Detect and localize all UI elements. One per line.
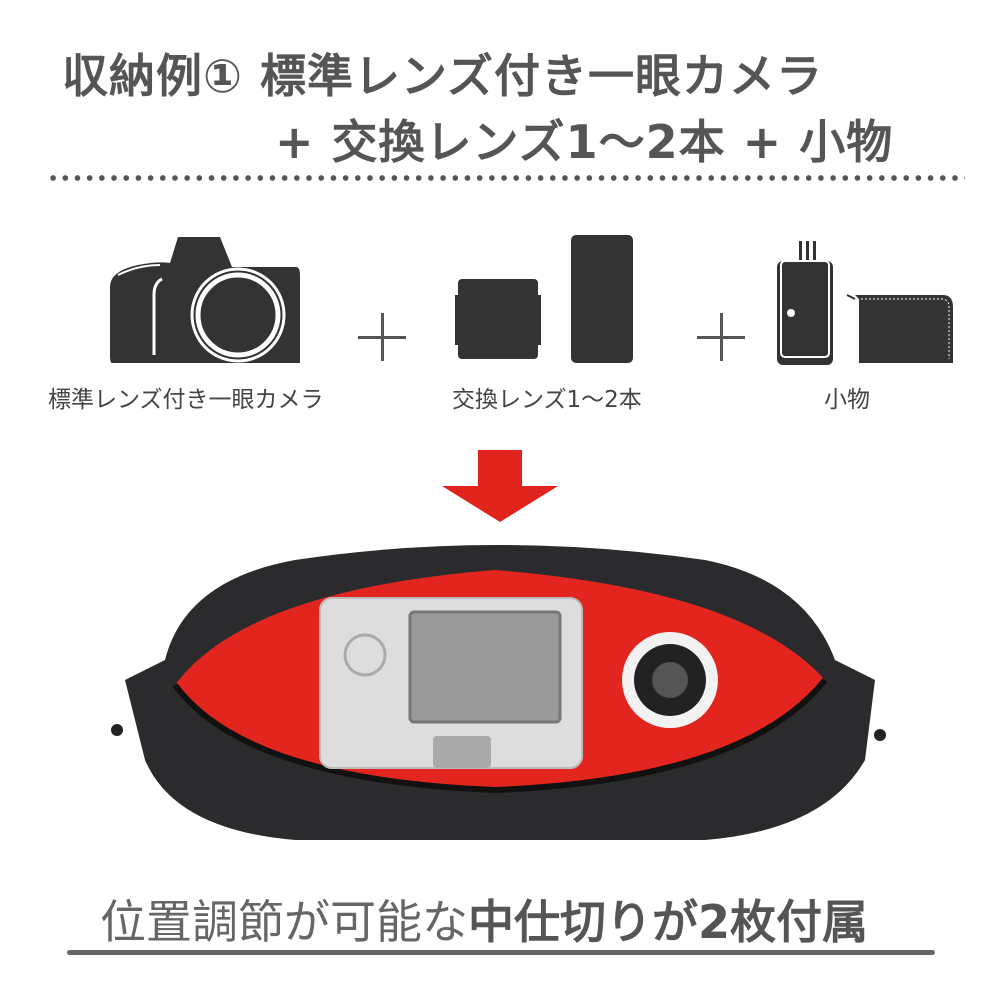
footer-normal: 位置調節が可能な: [100, 895, 468, 949]
plus-icon: [358, 313, 406, 361]
label-lens: 交換レンズ1～2本: [452, 387, 642, 413]
plus-icon: [697, 313, 745, 361]
accessories-icon: [777, 241, 953, 365]
label-accessories: 小物: [824, 387, 870, 413]
camera-in-bag: [319, 597, 583, 769]
title-line-2: + 交換レンズ1～2本 + 小物: [275, 115, 894, 169]
arrow-down-icon: [442, 450, 558, 522]
dotted-divider: [47, 174, 965, 182]
label-camera: 標準レンズ付き一眼カメラ: [48, 387, 324, 413]
footer-caption: 位置調節が可能な中仕切りが2枚付属: [100, 886, 868, 952]
title-line-1: 収納例① 標準レンズ付き一眼カメラ: [62, 49, 824, 103]
bag-photo: [111, 545, 886, 840]
camera-icon: [110, 237, 300, 363]
lens-in-bag: [622, 632, 718, 728]
footer-rule: [67, 950, 935, 955]
lens-icon: [455, 235, 633, 363]
footer-bold: 中仕切りが2枚付属: [468, 895, 869, 949]
